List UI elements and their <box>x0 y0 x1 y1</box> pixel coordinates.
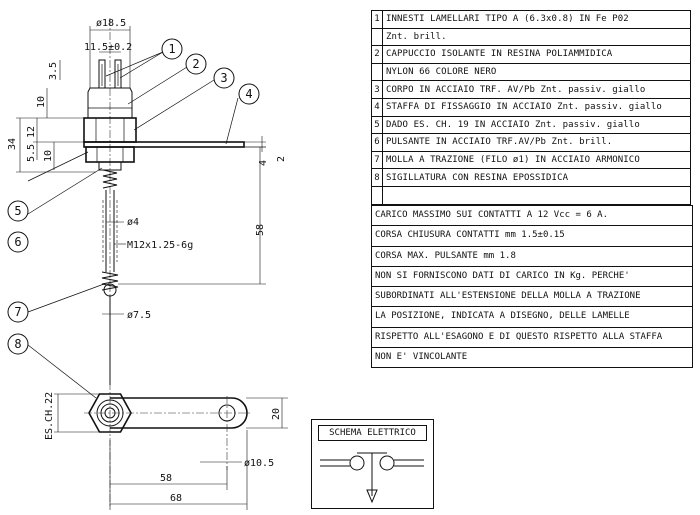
callout-circle-7 <box>7 301 29 323</box>
notes-box: CARICO MASSIMO SUI CONTATTI A 12 Vcc = 6… <box>371 205 693 369</box>
parts-row: Znt. brill. <box>371 27 691 47</box>
switch-symbol <box>320 452 424 504</box>
dim-diameter-18-5: ø18.5 <box>96 18 126 29</box>
dimensions: ø18.5 11.5±0.2 3.5 10 34 12 5.5 10 4 2 ø… <box>7 18 288 510</box>
dim-4: 4 <box>258 160 269 166</box>
note-line: RISPETTO ALL'ESAGONO E DI QUESTO RISPETT… <box>372 328 692 349</box>
callout-circle-8 <box>7 333 29 355</box>
callout-8: 8 <box>14 337 21 351</box>
note-line: NON SI FORNISCONO DATI DI CARICO IN Kg. … <box>372 267 692 288</box>
electrical-schema: SCHEMA ELETTRICO <box>311 419 434 509</box>
callout-circle-5 <box>7 200 29 222</box>
note-line: SUBORDINATI ALL'ESTENSIONE DELLA MOLLA A… <box>372 287 692 308</box>
callouts: 1 2 3 4 5 6 7 8 <box>7 38 260 399</box>
part-description: DADO ES. CH. 19 IN ACCIAIO Znt. passiv. … <box>382 115 691 135</box>
callout-circle-2 <box>185 53 207 75</box>
note-line: CORSA MAX. PULSANTE mm 1.8 <box>372 247 692 267</box>
dim-20: 20 <box>271 408 282 420</box>
dim-34: 34 <box>7 138 18 150</box>
note-line: NON E' VINCOLANTE <box>375 352 468 363</box>
dim-3-5: 3.5 <box>48 62 59 80</box>
dim-58-vertical: 58 <box>255 224 266 236</box>
note-line: CORSA CHIUSURA CONTATTI mm 1.5±0.15 <box>372 226 692 247</box>
callout-circle-6 <box>7 231 29 253</box>
callout-5: 5 <box>14 204 21 218</box>
part-number: 4 <box>371 97 383 117</box>
part-number: 2 <box>371 45 383 64</box>
callout-1: 1 <box>168 42 175 56</box>
dim-5-5: 5.5 <box>26 144 37 162</box>
parts-row: NYLON 66 COLORE NERO <box>371 62 691 82</box>
spring-bottom <box>101 271 119 291</box>
spring-top <box>102 169 118 189</box>
part-description: INNESTI LAMELLARI TIPO A (6.3x0.8) IN Fe… <box>382 10 691 29</box>
callout-6: 6 <box>14 235 21 249</box>
part-description: STAFFA DI FISSAGGIO IN ACCIAIO Znt. pass… <box>382 97 691 117</box>
dim-es-ch-22: ES.CH.22 <box>44 392 55 440</box>
part-description: Znt. brill. <box>382 27 691 47</box>
part-number: 8 <box>371 168 383 187</box>
part-description: CAPPUCCIO ISOLANTE IN RESINA POLIAMMIDIC… <box>382 45 691 64</box>
callout-4: 4 <box>245 87 252 101</box>
dim-diameter-4: ø4 <box>127 217 139 228</box>
bracket-plan <box>110 397 248 429</box>
dim-width-11-5: 11.5±0.2 <box>84 42 132 53</box>
callout-circle-3 <box>213 67 235 89</box>
part-description: CORPO IN ACCIAIO TRF. AV/Pb Znt. passiv.… <box>382 80 691 99</box>
callout-circle-1 <box>161 38 183 60</box>
callout-3: 3 <box>220 71 227 85</box>
callout-2: 2 <box>192 57 199 71</box>
part-description: NYLON 66 COLORE NERO <box>382 62 691 82</box>
dim-thread: M12x1.25-6g <box>127 240 193 251</box>
dim-12: 12 <box>26 126 37 138</box>
note-line: LA POSIZIONE, INDICATA A DISEGNO, DELLE … <box>372 307 692 328</box>
side-view <box>83 59 245 385</box>
part-number: 5 <box>371 115 383 135</box>
part-description: MOLLA A TRAZIONE (FILO ø1) IN ACCIAIO AR… <box>382 150 691 170</box>
part-number: 6 <box>371 133 383 152</box>
dim-diameter-10-5: ø10.5 <box>244 458 274 469</box>
dim-58-horizontal: 58 <box>160 473 172 484</box>
part-number: 7 <box>371 150 383 170</box>
part-number: 3 <box>371 80 383 99</box>
callout-circle-4 <box>238 83 260 105</box>
dim-2: 2 <box>276 156 287 162</box>
dim-diameter-7-5: ø7.5 <box>127 310 151 321</box>
note-line: CARICO MASSIMO SUI CONTATTI A 12 Vcc = 6… <box>372 206 692 227</box>
part-description: PULSANTE IN ACCIAIO TRF.AV/Pb Znt. brill… <box>382 133 691 152</box>
dim-68: 68 <box>170 493 182 504</box>
parts-row <box>371 185 691 205</box>
schema-title: SCHEMA ELETTRICO <box>318 425 427 441</box>
dim-10-bottom: 10 <box>43 150 54 162</box>
part-description: SIGILLATURA CON RESINA EPOSSIDICA <box>382 168 691 187</box>
callout-7: 7 <box>14 305 21 319</box>
part-number: 1 <box>371 10 383 29</box>
dim-10-top: 10 <box>36 96 47 108</box>
bottom-view <box>84 393 250 470</box>
